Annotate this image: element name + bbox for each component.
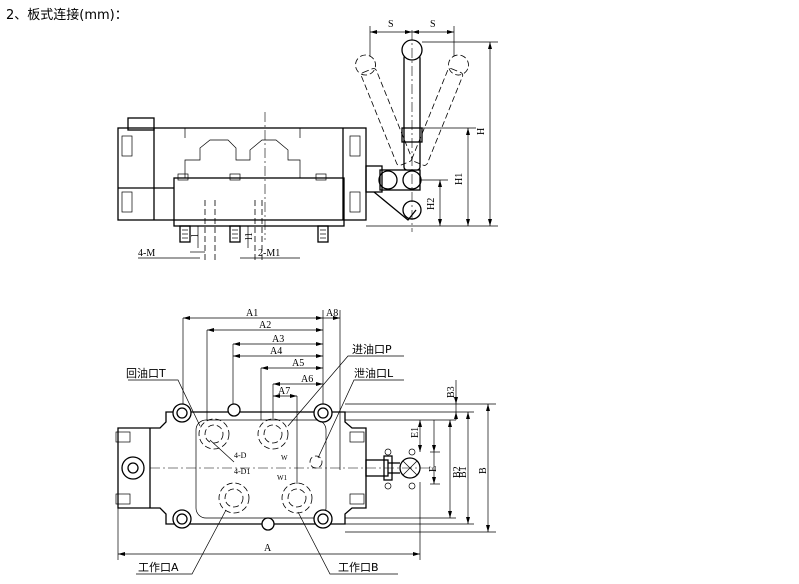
bolt-head — [172, 509, 192, 529]
bolt — [317, 225, 329, 243]
dim-a6: A6 — [301, 374, 313, 385]
label-l1: l1 — [244, 232, 255, 240]
dim-b3: B3 — [446, 386, 457, 398]
dim-b1: B1 — [458, 466, 469, 478]
dim-a: A — [264, 543, 272, 554]
dim-a5: A5 — [292, 358, 304, 369]
bolt-head — [313, 509, 333, 529]
dim-s-left: S — [388, 19, 394, 30]
port-t — [198, 418, 230, 450]
port-l — [309, 455, 323, 469]
label-work-port-a: 工作口A — [138, 561, 179, 574]
bolt — [229, 225, 241, 243]
dim-a2: A2 — [259, 320, 271, 331]
dim-h1: H1 — [454, 173, 465, 185]
label-4-m: 4-M — [138, 248, 155, 259]
label-w: W — [281, 454, 288, 462]
label-2-m1: 2-M1 — [258, 248, 280, 259]
plan-view: A1 A8 A2 A3 A4 A5 A6 A7 A — [115, 308, 496, 575]
dim-a3: A3 — [272, 334, 284, 345]
port-b — [281, 482, 313, 514]
dim-b: B — [478, 467, 489, 474]
dim-e: E — [428, 466, 439, 472]
label-work-port-b: 工作口B — [338, 561, 379, 574]
page-title: 2、板式连接(mm)： — [6, 8, 128, 23]
label-return-port-t: 回油口T — [126, 366, 166, 380]
label-inlet-port-p: 进油口P — [352, 342, 392, 356]
label-w1: W1 — [277, 474, 288, 482]
side-view: S S H H1 H2 4-M l l1 2-M1 — [117, 19, 498, 260]
dim-e1: E1 — [410, 427, 421, 438]
top-cap — [127, 117, 155, 131]
dim-a8: A8 — [326, 308, 338, 319]
label-drain-port-l: 泄油口L — [354, 366, 394, 380]
label-4-d: 4-D — [234, 451, 247, 460]
label-l: l — [190, 234, 201, 237]
bolt — [179, 225, 191, 243]
sub-plate — [173, 177, 345, 227]
bolt-head — [172, 403, 192, 423]
dim-a7: A7 — [278, 386, 290, 397]
port-p — [257, 418, 289, 450]
dim-h: H — [476, 128, 487, 135]
dim-b2: B2 — [452, 466, 463, 478]
dim-a1: A1 — [246, 308, 258, 319]
label-4-d1: 4-D1 — [234, 467, 250, 476]
dim-a4: A4 — [270, 346, 282, 357]
dim-h2: H2 — [426, 198, 437, 210]
dim-s-right: S — [430, 19, 436, 30]
valve-body — [117, 127, 367, 221]
bolt-head — [313, 403, 333, 423]
plan-body — [117, 411, 367, 525]
port-a — [218, 482, 250, 514]
